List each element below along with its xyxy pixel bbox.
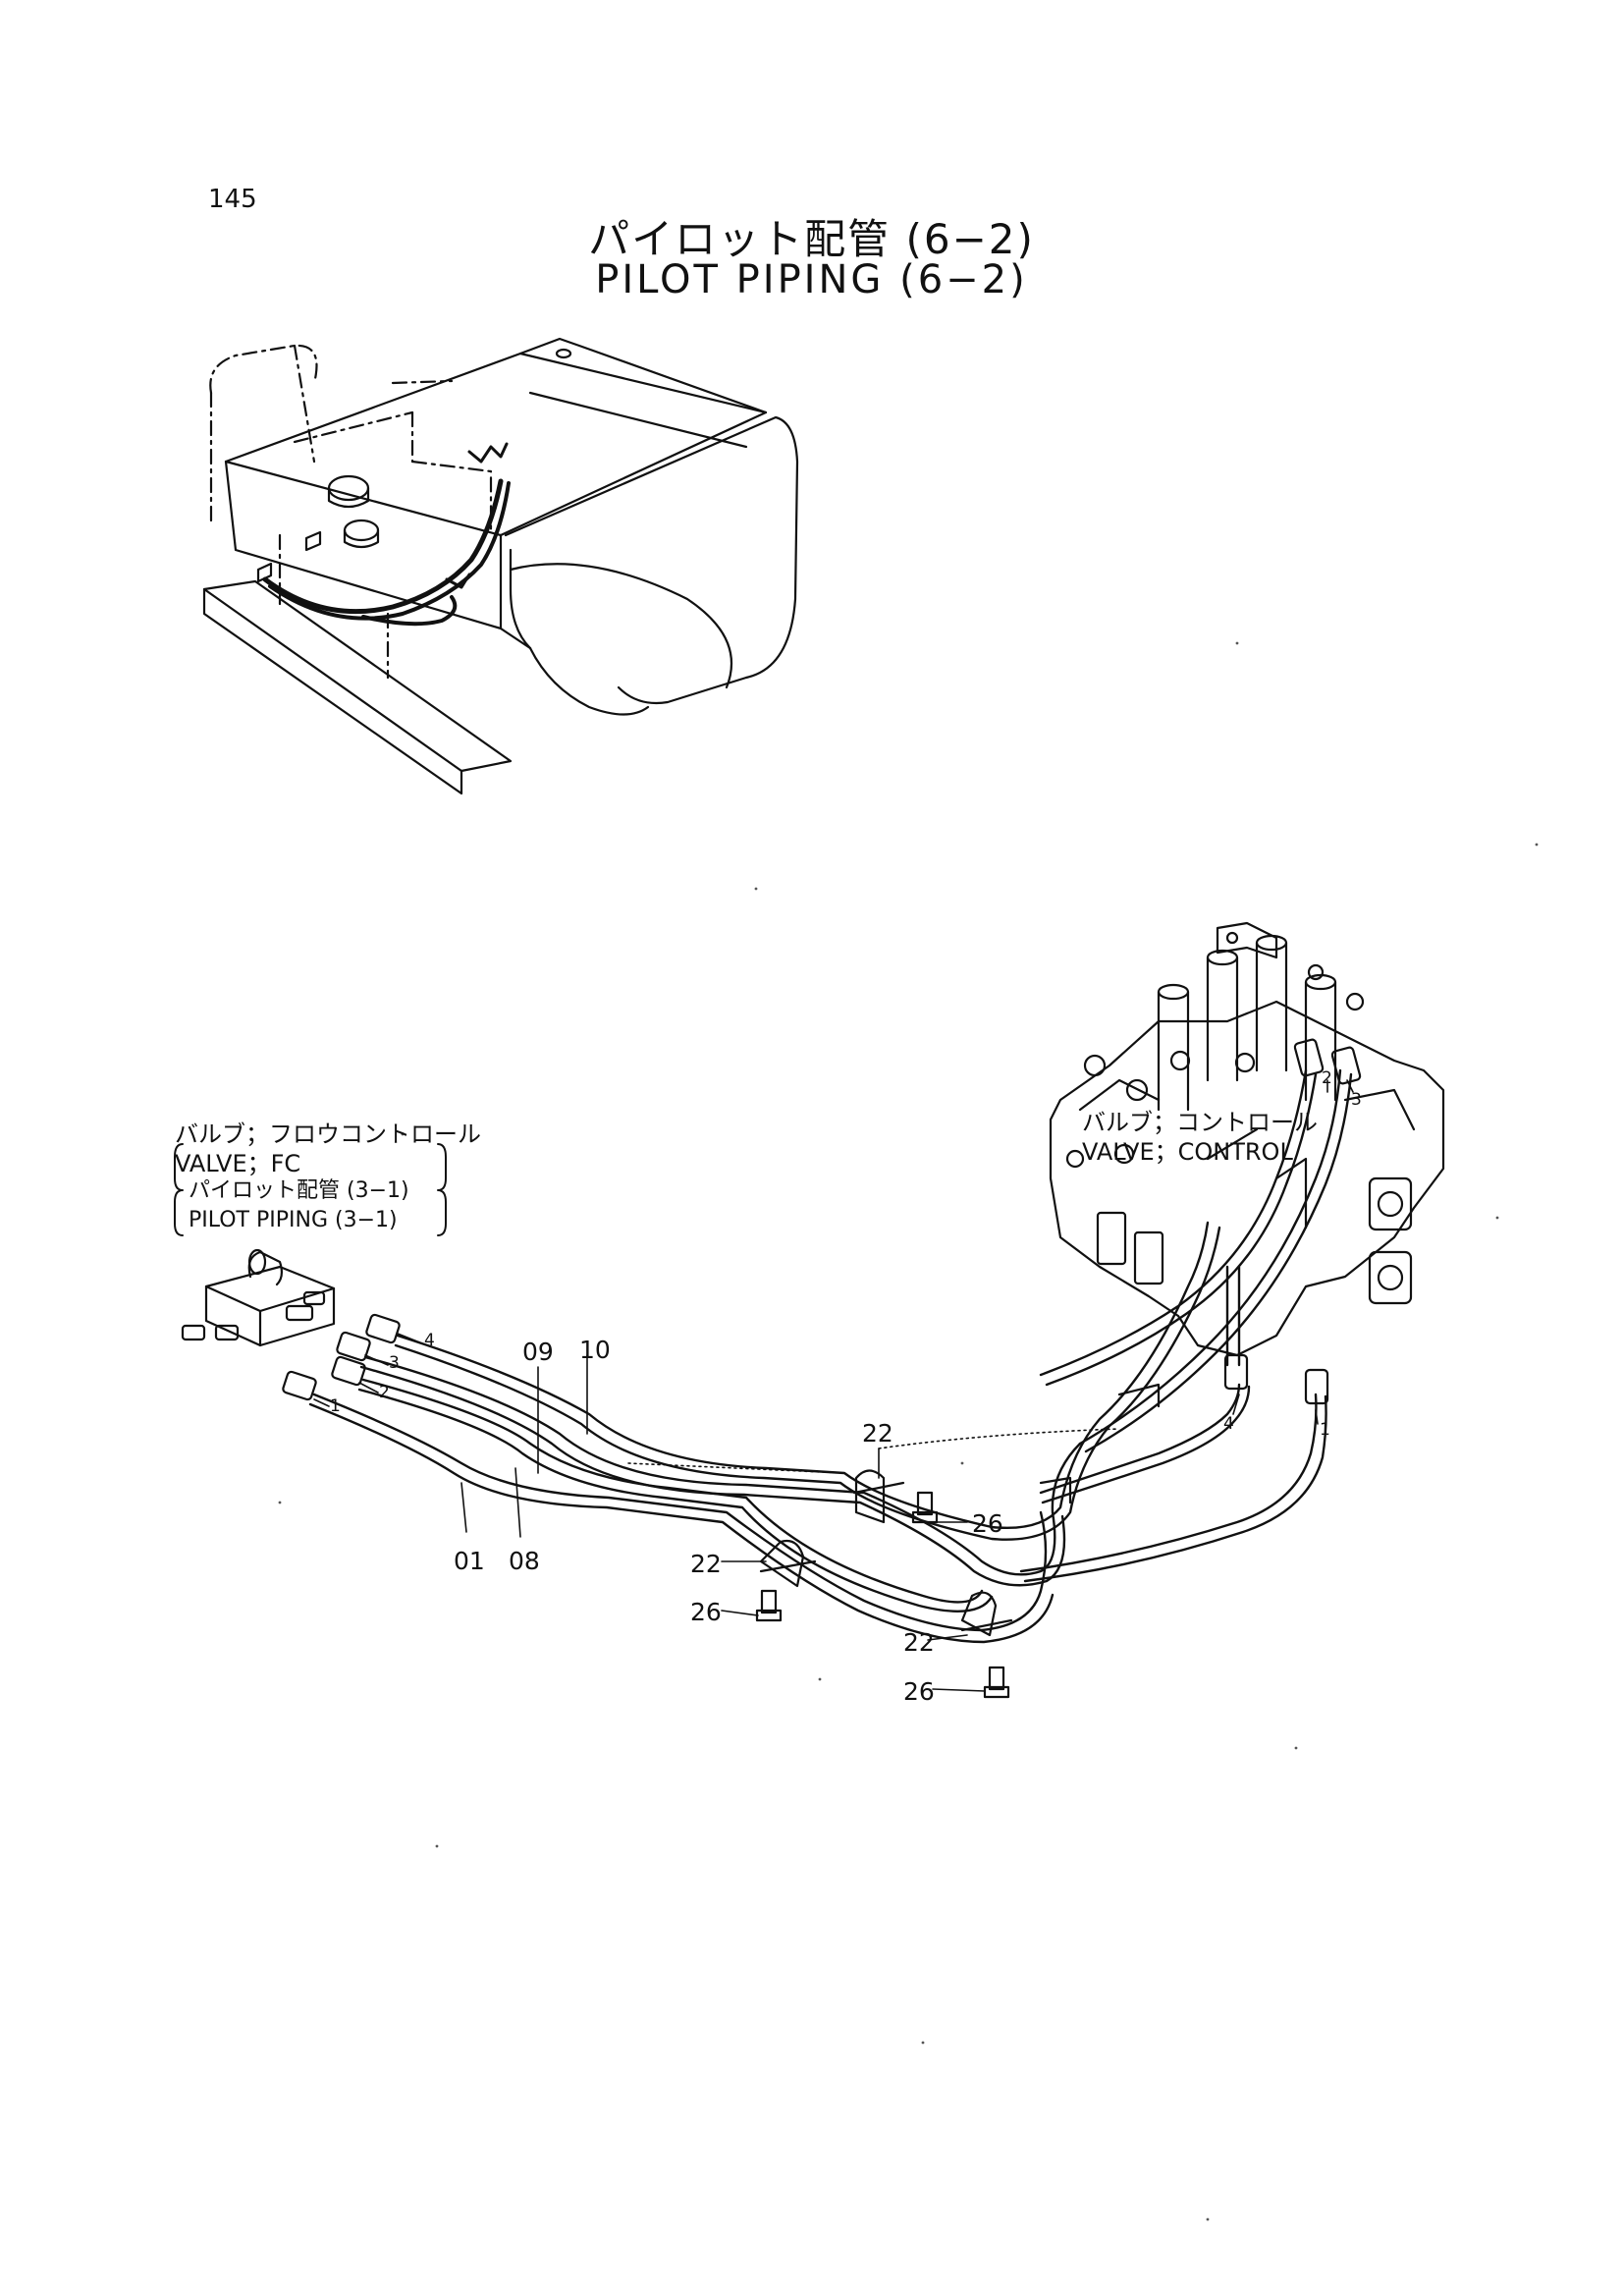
control-valve bbox=[1049, 921, 1445, 1357]
fc-port-3: 3 bbox=[389, 1353, 400, 1373]
part-number-22-lower: 22 bbox=[903, 1628, 935, 1657]
part-number-26-lower: 26 bbox=[903, 1677, 935, 1706]
page-number: 145 bbox=[208, 185, 257, 214]
machine-overview-inset bbox=[202, 337, 799, 795]
fc-valve-label-english: VALVE；FC bbox=[175, 1150, 301, 1177]
control-valve-label-japanese: バルブ；コントロール bbox=[1082, 1109, 1318, 1136]
fc-port-1: 1 bbox=[330, 1396, 341, 1416]
fc-hose-fittings bbox=[282, 1313, 401, 1401]
part-number-22-middle: 22 bbox=[690, 1550, 722, 1578]
reference-piping-label-japanese: パイロット配管 (3−1) bbox=[189, 1178, 409, 1203]
scan-specks bbox=[278, 641, 1539, 2221]
pilot-hoses bbox=[308, 1068, 1353, 1644]
page-title-japanese: パイロット配管 (6−2) bbox=[588, 215, 1035, 263]
bolts bbox=[755, 1491, 1010, 1699]
part-number-08: 08 bbox=[509, 1547, 540, 1575]
fc-valve-block bbox=[181, 1248, 336, 1347]
control-valve-fittings bbox=[1223, 1038, 1362, 1405]
reference-bracket bbox=[174, 1143, 447, 1236]
part-number-09: 09 bbox=[522, 1338, 554, 1366]
control-valve-port-2: 2 bbox=[1322, 1068, 1332, 1088]
part-number-26-upper: 26 bbox=[972, 1509, 1003, 1538]
fc-valve-label-japanese: バルブ；フロウコントロール bbox=[175, 1121, 481, 1148]
page-title-english: PILOT PIPING (6−2) bbox=[595, 257, 1028, 302]
part-number-22-upper: 22 bbox=[862, 1419, 893, 1448]
fc-port-2: 2 bbox=[379, 1383, 390, 1402]
part-number-26-middle: 26 bbox=[690, 1598, 722, 1626]
control-valve-label-english: VALVE；CONTROL bbox=[1082, 1138, 1293, 1166]
fc-port-4: 4 bbox=[424, 1331, 435, 1350]
reference-piping-label-english: PILOT PIPING (3−1) bbox=[189, 1208, 398, 1232]
control-valve-port-3: 3 bbox=[1351, 1090, 1362, 1110]
leader-lines bbox=[313, 1079, 1354, 1692]
control-valve-port-4: 4 bbox=[1223, 1414, 1234, 1434]
part-number-10: 10 bbox=[579, 1336, 611, 1364]
control-valve-port-1: 1 bbox=[1320, 1420, 1330, 1440]
clamps bbox=[759, 1383, 1161, 1637]
part-number-01: 01 bbox=[454, 1547, 485, 1575]
